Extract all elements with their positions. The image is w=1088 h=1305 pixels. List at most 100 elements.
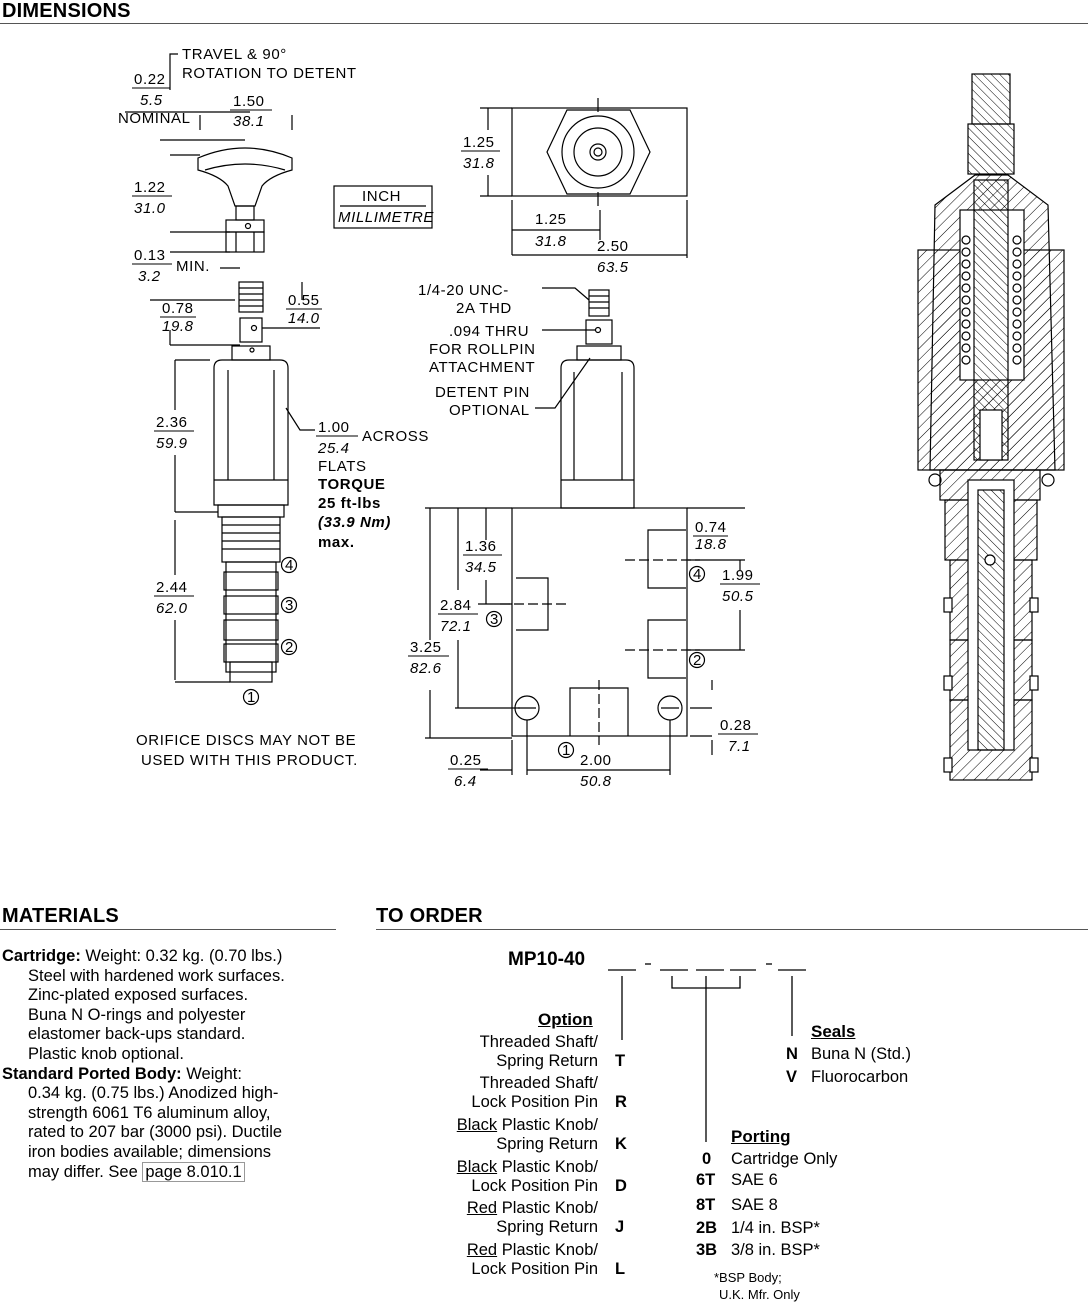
knob-drawing	[197, 147, 293, 253]
seal-label-n: Buna N (Std.)	[811, 1045, 911, 1063]
option-k-code: K	[615, 1135, 627, 1153]
dimensions-title: DIMENSIONS	[2, 0, 131, 22]
torque-value: 25 ft-lbs	[318, 495, 381, 512]
dim-025-mm: 6.4	[454, 773, 477, 790]
dim-199-in: 1.99	[722, 567, 754, 584]
port-4b-label: 4	[693, 566, 702, 583]
option-t-code: T	[615, 1052, 626, 1070]
dim-across: ACROSS	[362, 428, 429, 445]
seal-code-n: N	[786, 1045, 798, 1063]
body-line: rated to 207 bar (3000 psi). Ductile	[28, 1123, 283, 1142]
porting-code: 2B	[696, 1219, 718, 1237]
order-code-diagram	[608, 963, 806, 1142]
dim-074-in: 0.74	[695, 519, 727, 536]
dim-100-mm: 25.4	[317, 440, 350, 457]
model-number: MP10-40	[508, 949, 586, 970]
dim-250-in: 2.50	[597, 238, 629, 255]
port-4-label: 4	[285, 557, 294, 574]
section-view-drawing	[917, 73, 1065, 781]
port-2-label: 2	[285, 639, 294, 656]
thru-note-2: FOR ROLLPIN	[429, 341, 536, 358]
dim-078-mm: 19.8	[162, 318, 194, 335]
dim-028-in: 0.28	[720, 717, 752, 734]
page-link[interactable]: page 8.010.1	[142, 1161, 245, 1182]
cartridge-line: Zinc-plated exposed surfaces.	[28, 986, 249, 1005]
dim-199-mm: 50.5	[722, 588, 754, 605]
dim-136-mm: 34.5	[465, 559, 497, 576]
option-d-line2: Lock Position Pin	[471, 1177, 598, 1195]
dim-nominal: NOMINAL	[118, 110, 191, 127]
dim-284-mm: 72.1	[440, 618, 472, 635]
port-3b-label: 3	[490, 611, 499, 628]
order-title: TO ORDER	[376, 905, 483, 927]
option-l-code: L	[615, 1260, 626, 1278]
option-d-line1: Black Plastic Knob/	[456, 1158, 598, 1176]
dim-028-mm: 7.1	[728, 738, 751, 755]
materials-rule	[0, 929, 336, 930]
cartridge-weight: Weight: 0.32 kg. (0.70 lbs.)	[80, 947, 283, 965]
order-rule	[376, 929, 1088, 930]
thread-note-2: 2A THD	[456, 300, 512, 317]
body-line: strength 6061 T6 aluminum alloy,	[28, 1103, 271, 1122]
porting-label: 1/4 in. BSP*	[731, 1219, 820, 1237]
cartridge-label: Cartridge:	[2, 947, 81, 965]
porting-code: 8T	[696, 1196, 716, 1214]
dim-236-in: 2.36	[156, 414, 188, 431]
seal-code-v: V	[786, 1068, 798, 1086]
body-line: may differ. See	[28, 1162, 143, 1181]
bsp-note-1: *BSP Body;	[714, 1270, 782, 1285]
dimensions-drawing: TRAVEL & 90° ROTATION TO DETENT 0.22 5.5…	[118, 46, 1065, 790]
bsp-note-2: U.K. Mfr. Only	[719, 1287, 800, 1302]
dim-022-mm: 5.5	[140, 92, 163, 109]
option-l-line1: Red Plastic Knob/	[466, 1241, 598, 1259]
dim-125a-in: 1.25	[463, 134, 495, 151]
cartridge-line: Steel with hardened work surfaces.	[28, 966, 285, 985]
option-t-line2: Spring Return	[496, 1052, 598, 1070]
port-1-label: 1	[247, 689, 256, 706]
porting-label: Cartridge Only	[731, 1150, 838, 1168]
dim-125b-in: 1.25	[535, 211, 567, 228]
dim-122-mm: 31.0	[134, 200, 166, 217]
materials-text: Cartridge: Weight: 0.32 kg. (0.70 lbs.) …	[2, 947, 338, 1182]
option-d-code: D	[615, 1177, 627, 1195]
option-r-line2: Lock Position Pin	[471, 1093, 598, 1111]
orifice-note-1: ORIFICE DISCS MAY NOT BE	[136, 732, 356, 749]
dim-022-in: 0.22	[134, 71, 166, 88]
dim-074-mm: 18.8	[695, 536, 727, 553]
dim-200-in: 2.00	[580, 752, 612, 769]
torque-nm: (33.9 Nm)	[318, 514, 391, 531]
dim-250-mm: 63.5	[597, 259, 629, 276]
port-1b-label: 1	[562, 742, 571, 759]
body-drawing	[500, 289, 700, 745]
body-line: iron bodies available; dimensions	[28, 1142, 272, 1161]
porting-label: SAE 8	[731, 1196, 778, 1214]
body-line: 0.34 kg. (0.75 lbs.) Anodized high-	[28, 1084, 279, 1103]
option-k-line2: Spring Return	[496, 1135, 598, 1153]
porting-label: 3/8 in. BSP*	[731, 1241, 820, 1259]
body-label: Standard Ported Body:	[2, 1064, 182, 1083]
dim-flats: FLATS	[318, 458, 367, 475]
dim-125a-mm: 31.8	[463, 155, 495, 172]
torque-max: max.	[318, 534, 355, 551]
detent-note-2: OPTIONAL	[449, 402, 530, 419]
orifice-note-2: USED WITH THIS PRODUCT.	[141, 752, 358, 769]
dim-013-in: 0.13	[134, 247, 166, 264]
cartridge-line: elastomer back-ups standard.	[28, 1025, 246, 1044]
body-weight: Weight:	[181, 1064, 242, 1083]
option-k-line1: Black Plastic Knob/	[456, 1116, 598, 1134]
porting-code: 6T	[696, 1171, 716, 1189]
detent-note-1: DETENT PIN	[435, 384, 530, 401]
dim-013-mm: 3.2	[138, 268, 161, 285]
porting-code: 3B	[696, 1241, 718, 1259]
dim-025-in: 0.25	[450, 752, 482, 769]
unit-millimetre: MILLIMETRE	[338, 209, 434, 226]
porting-code: 0	[702, 1150, 712, 1168]
option-r-line1: Threaded Shaft/	[479, 1074, 598, 1092]
dimensions-rule	[0, 23, 1088, 24]
dim-125b-mm: 31.8	[535, 233, 567, 250]
dim-150-mm: 38.1	[233, 113, 265, 130]
option-header: Option	[538, 1010, 593, 1029]
dim-min: MIN.	[176, 258, 210, 275]
porting-header: Porting	[731, 1127, 791, 1146]
unit-inch: INCH	[362, 188, 401, 205]
